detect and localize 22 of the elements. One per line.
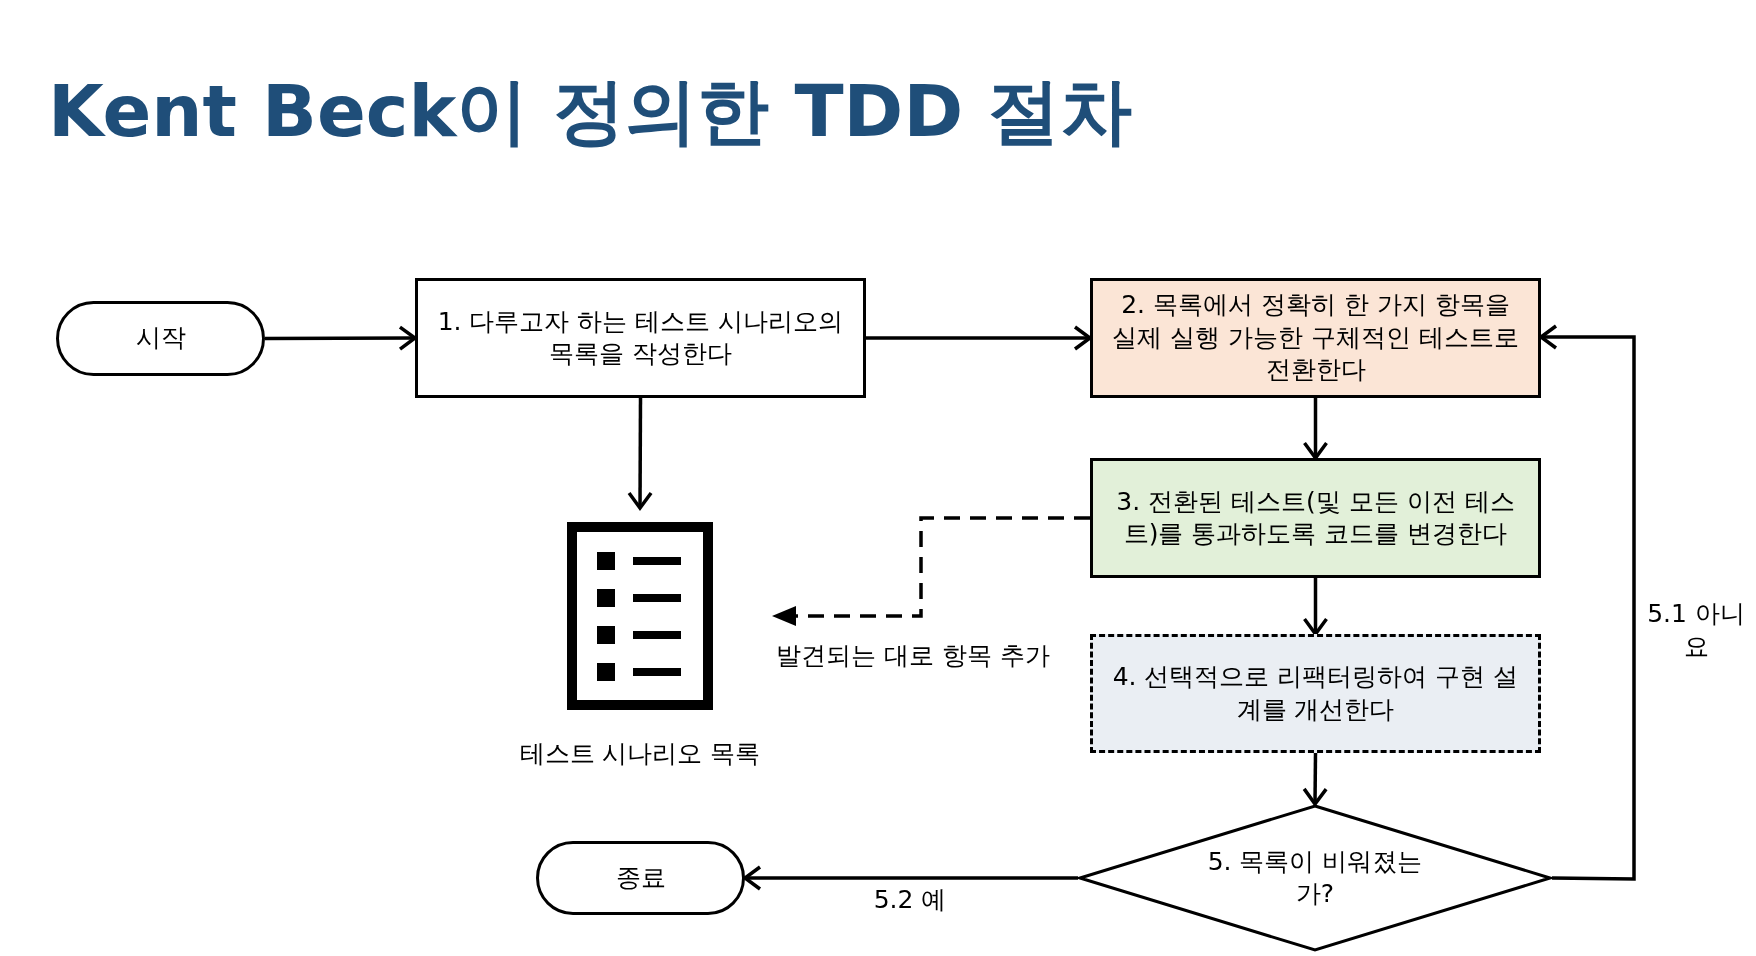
title: Kent Beck이 정의한 TDD 절차 <box>48 68 1133 155</box>
node-text: 3. 전환된 테스트(및 모든 이전 테스트)를 통과하도록 코드를 변경한다 <box>1115 485 1516 550</box>
node-text: 2. 목록에서 정확히 한 가지 항목을 실제 실행 가능한 구체적인 테스트로 전환한다 <box>1111 289 1520 387</box>
node-text: 1. 다루고자 하는 테스트 시나리오의 목록을 작성한다 <box>436 305 845 370</box>
arrow <box>1539 324 1636 881</box>
process-box <box>1090 634 1541 753</box>
process-box <box>1090 458 1541 578</box>
arrow <box>743 865 1078 891</box>
arrow <box>1302 398 1329 460</box>
arrow <box>1302 753 1328 806</box>
arrow <box>1302 578 1329 636</box>
node-text: 시작 <box>134 322 187 355</box>
dashed-arrow <box>772 516 1090 626</box>
process-box <box>1090 278 1541 398</box>
node-text: 4. 선택적으로 리팩터링하여 구현 설계를 개선한다 <box>1111 661 1520 726</box>
node-text: 5. 목록이 비워졌는가? <box>1206 845 1424 910</box>
icon-caption: 테스트 시나리오 목록 <box>518 737 762 770</box>
process-box <box>415 278 866 398</box>
node-text: 종료 <box>614 861 667 894</box>
arrow <box>265 325 417 351</box>
arrow <box>627 398 653 510</box>
arrow <box>866 325 1092 351</box>
